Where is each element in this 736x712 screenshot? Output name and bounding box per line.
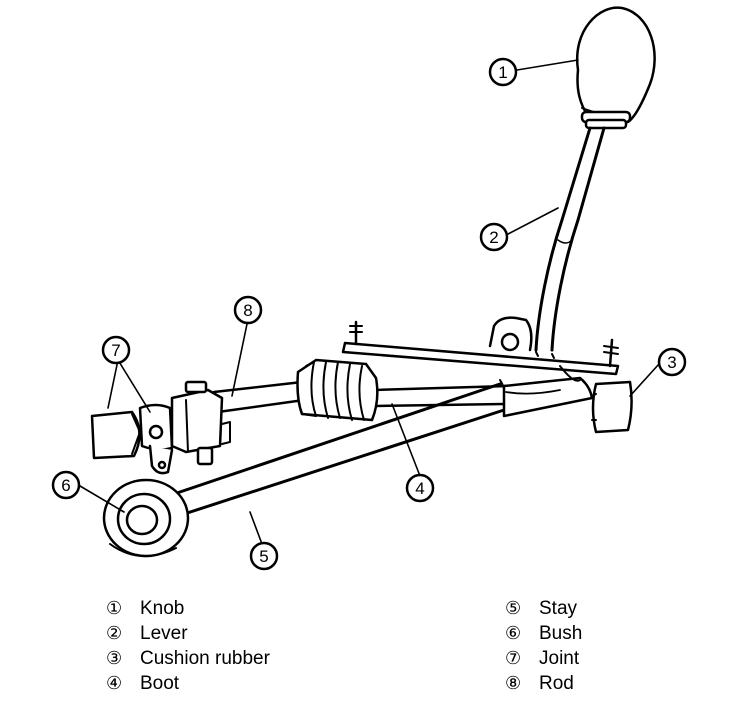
legend-label: Stay xyxy=(539,598,578,619)
legend-item-stay: ⑤ Stay xyxy=(505,596,582,621)
svg-text:6: 6 xyxy=(61,476,70,495)
callout-3: 3 xyxy=(657,347,687,377)
boot-part xyxy=(296,358,379,422)
legend-number: ⑦ xyxy=(505,648,522,668)
knob-part xyxy=(575,6,656,130)
bush-part xyxy=(102,478,190,558)
svg-text:5: 5 xyxy=(259,547,268,566)
svg-text:2: 2 xyxy=(489,228,498,247)
legend-item-lever: ② Lever xyxy=(106,621,270,646)
linkage-part xyxy=(502,365,594,418)
legend-item-joint: ⑦ Joint xyxy=(505,646,582,671)
legend-label: Lever xyxy=(140,623,188,644)
legend-label: Bush xyxy=(539,623,583,644)
legend-item-boot: ④ Boot xyxy=(106,671,270,696)
callout-6: 6 xyxy=(51,470,81,500)
svg-text:4: 4 xyxy=(415,479,424,498)
svg-text:1: 1 xyxy=(498,63,507,82)
legend-label: Joint xyxy=(539,648,580,669)
legend-item-knob: ① Knob xyxy=(106,596,270,621)
legend-number: ③ xyxy=(106,648,123,668)
legend-right: ⑤ Stay ⑥ Bush ⑦ Joint ⑧ Rod xyxy=(505,596,582,696)
callout-2: 2 xyxy=(479,222,509,252)
svg-text:7: 7 xyxy=(111,341,120,360)
svg-text:8: 8 xyxy=(243,301,252,320)
callout-7: 7 xyxy=(101,335,131,365)
cushion-rubber-part xyxy=(591,380,633,434)
callout-4: 4 xyxy=(405,473,435,503)
legend-number: ④ xyxy=(106,673,123,693)
legend-label: Boot xyxy=(140,673,180,694)
legend-left: ① Knob ② Lever ③ Cushion rubber ④ Boot xyxy=(106,596,270,696)
legend-item-rod: ⑧ Rod xyxy=(505,671,582,696)
bracket-plate xyxy=(341,316,620,376)
callout-5: 5 xyxy=(249,541,279,571)
callout-1: 1 xyxy=(488,57,518,87)
legend-label: Cushion rubber xyxy=(140,648,270,669)
legend-item-cushion-rubber: ③ Cushion rubber xyxy=(106,646,270,671)
legend-label: Knob xyxy=(140,598,185,619)
legend-label: Rod xyxy=(539,673,574,694)
gearshift-diagram: 1 2 3 4 5 6 7 8 xyxy=(51,6,687,571)
legend-number: ⑧ xyxy=(505,673,522,693)
joint-part xyxy=(90,403,174,475)
legend-number: ② xyxy=(106,623,123,643)
legend-item-bush: ⑥ Bush xyxy=(505,621,582,646)
legend-number: ① xyxy=(106,598,123,618)
leader-lines xyxy=(79,59,660,545)
clamp-block xyxy=(170,380,231,466)
legend-number: ⑥ xyxy=(505,623,522,643)
callout-8: 8 xyxy=(233,295,263,325)
lever-part xyxy=(534,126,606,352)
svg-text:3: 3 xyxy=(667,353,676,372)
legend-number: ⑤ xyxy=(505,598,522,618)
